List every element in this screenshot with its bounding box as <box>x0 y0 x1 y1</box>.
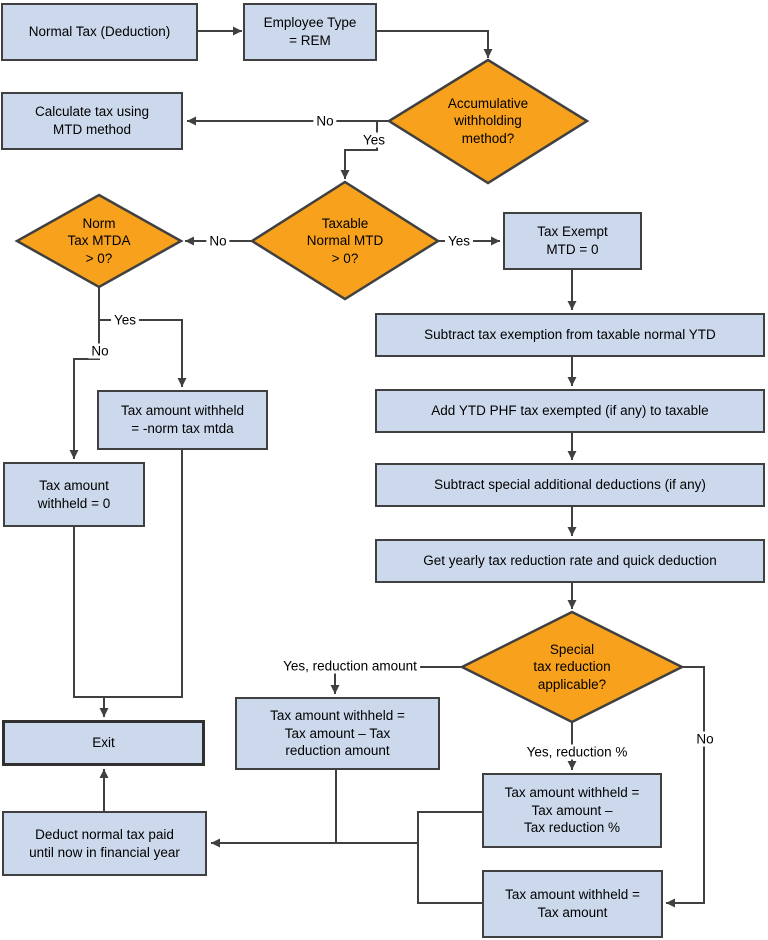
edge-mtda-withheld-to-exit-junction <box>104 450 183 698</box>
edge-label-taxable-no: No <box>206 233 230 249</box>
node-exit: Exit <box>2 720 205 766</box>
edge-accumulative-yes-to-taxable-mtd <box>340 121 378 179</box>
node-reduction-amount: Tax amount withheld = Tax amount – Tax r… <box>235 697 440 770</box>
decision-taxable-mtd-label: Taxable Normal MTD > 0? <box>306 215 384 266</box>
edge-zero-withheld-to-exit <box>73 527 109 717</box>
edge-label-accumulative-no: No <box>313 113 337 129</box>
node-deduct-paid: Deduct normal tax paid until now in fina… <box>2 811 207 876</box>
edge-label-mtda-yes: Yes <box>110 312 140 328</box>
edge-label-special-yes-amount: Yes, reduction amount <box>280 658 420 674</box>
decision-special-reduction-shape <box>459 610 685 724</box>
decision-taxable-mtd-shape <box>249 180 441 301</box>
edge-pct-and-amount-merge <box>417 811 482 904</box>
edge-label-special-yes-pct: Yes, reduction % <box>523 744 631 760</box>
node-employee-type: Employee Type = REM <box>243 3 377 61</box>
decision-special-reduction-label: Special tax reduction applicable? <box>533 641 611 692</box>
decision-norm-mtda-label: Norm Tax MTDA > 0? <box>67 215 131 266</box>
edge-label-special-no: No <box>693 731 717 747</box>
edge-label-accumulative-yes: Yes <box>359 132 389 148</box>
edge-label-mtda-no: No <box>88 343 112 359</box>
decision-accumulative-shape <box>386 58 590 185</box>
edge-special-no-to-tax-amount <box>666 666 705 908</box>
node-tax-amount: Tax amount withheld = Tax amount <box>482 870 663 938</box>
edge-norm-mtda-no-to-zero-withheld <box>69 287 100 459</box>
decision-accumulative-label: Accumulative withholding method? <box>447 95 529 146</box>
node-normal-tax: Normal Tax (Deduction) <box>1 3 198 61</box>
node-calc-mtd: Calculate tax using MTD method <box>1 92 183 150</box>
node-zero-withheld: Tax amount withheld = 0 <box>3 462 145 527</box>
node-tax-exempt: Tax Exempt MTD = 0 <box>503 212 642 270</box>
node-mtda-withheld: Tax amount withheld = -norm tax mtda <box>97 390 268 450</box>
node-subtract-exemption: Subtract tax exemption from taxable norm… <box>375 313 765 357</box>
decision-norm-mtda-shape <box>14 193 184 289</box>
node-get-yearly: Get yearly tax reduction rate and quick … <box>375 539 765 583</box>
node-add-phf: Add YTD PHF tax exempted (if any) to tax… <box>375 389 765 433</box>
node-reduction-pct: Tax amount withheld = Tax amount – Tax r… <box>482 773 662 848</box>
edge-label-taxable-yes: Yes <box>444 233 474 249</box>
edge-employee-type-to-accumulative <box>377 30 493 58</box>
node-subtract-special: Subtract special additional deductions (… <box>375 463 765 507</box>
